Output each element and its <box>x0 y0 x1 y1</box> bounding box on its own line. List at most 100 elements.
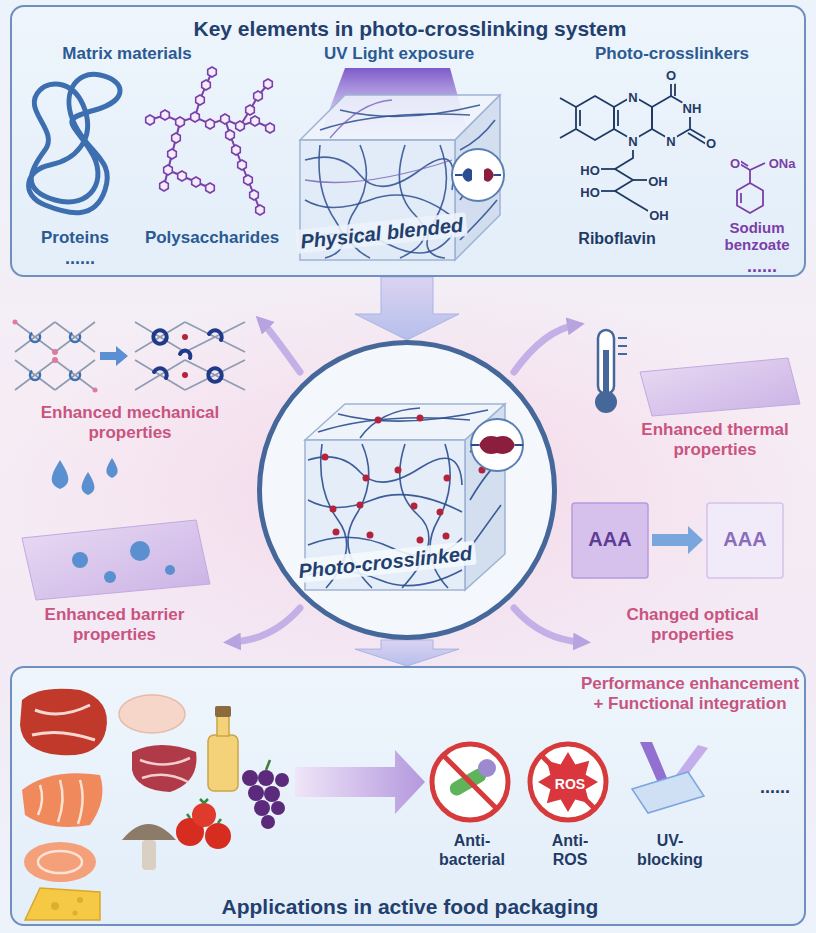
mechanical-network-icon <box>153 334 166 344</box>
section-heading: UV Light exposure <box>324 44 474 64</box>
food-illustration <box>119 695 185 733</box>
flow-arrow <box>355 640 459 666</box>
mechanical-network-icon <box>15 322 245 390</box>
antibacterial-icon <box>478 759 496 777</box>
antibacterial-icon <box>432 744 508 820</box>
property-arrow <box>262 322 300 372</box>
property-arrow <box>232 608 300 642</box>
mechanical-network-icon <box>70 370 80 380</box>
polysaccharide-chain <box>266 123 275 133</box>
food-illustration <box>140 758 190 782</box>
mechanical-network-icon <box>135 322 185 352</box>
text-slot: HO <box>575 183 605 201</box>
polysaccharide-chain <box>208 67 217 77</box>
polysaccharide-chain <box>196 95 205 105</box>
mechanical-network-icon <box>15 322 55 352</box>
mechanical-network-icon <box>154 368 167 378</box>
function-label: Anti- ROS <box>540 831 600 869</box>
crosslinked-cube <box>375 417 382 424</box>
atom-label: OH <box>648 208 670 224</box>
mechanical-network-icon <box>52 357 58 363</box>
benzoate-structure <box>740 193 742 203</box>
atom-label: O <box>665 68 677 84</box>
riboflavin-structure <box>560 76 709 212</box>
blended-cube <box>305 160 452 183</box>
text-slot: Changed optical properties <box>605 605 780 646</box>
atom-label: N <box>627 90 638 106</box>
text-slot: OH <box>644 206 674 224</box>
circle-fill <box>259 342 555 638</box>
polysaccharide-chain <box>254 91 263 101</box>
thermal-icon <box>595 391 617 413</box>
riboflavin-structure <box>560 98 576 107</box>
thermal-icon <box>618 353 627 355</box>
polysaccharide-chain <box>150 72 270 210</box>
panel-title: Applications in active food packaging <box>222 894 599 919</box>
crosslinked-cube <box>417 415 424 422</box>
food-illustration <box>77 897 83 903</box>
barrier-icon <box>72 552 88 568</box>
summary-note: Performance enhancement + Functional int… <box>575 674 805 715</box>
text-slot: Sodium benzoate <box>712 219 802 254</box>
food-illustration <box>242 770 258 786</box>
state-label: Physical blended <box>296 212 469 254</box>
food-illustration <box>38 851 82 873</box>
text-slot: Physical blended <box>282 221 482 245</box>
polysaccharide-chain <box>221 114 230 124</box>
food-illustration <box>22 773 102 827</box>
circle-outline <box>260 343 555 638</box>
polysaccharide-chain <box>202 80 211 90</box>
barrier-icon <box>104 571 116 583</box>
food-illustration <box>192 803 216 827</box>
crosslinked-circle: Photo-crosslinked <box>257 340 557 640</box>
optical-icon <box>652 526 703 554</box>
applications-panel: Applications in active food packaging Per… <box>10 666 806 926</box>
crosslinked-cube <box>395 467 402 474</box>
text-slot: UV Light exposure <box>299 44 499 64</box>
polysaccharide-chain <box>168 149 177 159</box>
property-arrow <box>514 608 582 642</box>
mechanical-network-icon <box>52 349 58 355</box>
crosslinked-cube <box>417 537 424 544</box>
anti-ros-icon <box>530 744 606 820</box>
optical-icon <box>707 503 783 578</box>
panel-title: Key elements in photo-crosslinking syste… <box>194 16 627 41</box>
section-heading: Photo-crosslinkers <box>595 44 749 64</box>
atom-label: NH <box>682 101 703 117</box>
mechanical-network-icon <box>182 334 188 340</box>
polysaccharide-chain <box>256 205 265 215</box>
text-slot: O <box>720 154 750 172</box>
riboflavin-structure <box>615 140 650 212</box>
crosslinked-cube <box>444 475 451 482</box>
text-slot: NH <box>677 99 707 117</box>
benzoate-structure <box>749 170 751 183</box>
food-illustration <box>248 785 264 801</box>
anti-ros-icon <box>530 744 606 820</box>
property-label: Enhanced mechanical properties <box>30 403 230 444</box>
riboflavin-structure <box>633 179 648 181</box>
text-slot: Matrix materials <box>27 44 227 64</box>
mechanical-network-icon <box>70 332 80 342</box>
mechanical-network-icon <box>13 320 98 393</box>
riboflavin-structure <box>579 110 581 126</box>
food-illustration <box>271 801 285 815</box>
mechanical-network-icon <box>135 322 185 352</box>
riboflavin-structure <box>600 168 615 170</box>
blended-cube <box>484 168 494 181</box>
mechanical-network-icon <box>55 322 95 352</box>
thermal-icon <box>618 345 627 347</box>
food-illustration <box>254 800 270 816</box>
polysaccharide-chain <box>251 116 260 126</box>
mechanical-network-icon <box>185 360 245 390</box>
mechanical-network-icon <box>30 370 40 380</box>
thermal-icon <box>618 338 627 354</box>
thermal-icon <box>595 330 800 416</box>
polysaccharide-chain <box>172 133 181 143</box>
food-illustration <box>20 689 107 756</box>
ellipsis: ...... <box>747 257 777 275</box>
food-illustration <box>51 902 59 910</box>
text-slot: ONa <box>763 154 801 172</box>
food-illustration <box>205 823 231 849</box>
blended-cube <box>452 149 504 201</box>
